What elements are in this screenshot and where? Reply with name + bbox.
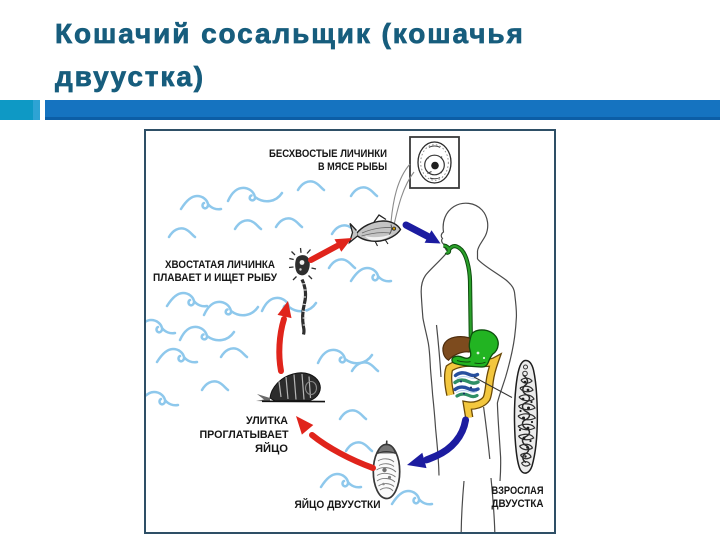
svg-text:УЛИТКА: УЛИТКА [246, 415, 288, 427]
svg-text:ЯЙЦО ДВУУСТКИ: ЯЙЦО ДВУУСТКИ [295, 498, 381, 511]
svg-text:ПРОГЛАТЫВАЕТ: ПРОГЛАТЫВАЕТ [200, 429, 289, 441]
svg-text:В МЯСЕ РЫБЫ: В МЯСЕ РЫБЫ [318, 161, 387, 173]
svg-text:ХВОСТАТАЯ ЛИЧИНКА: ХВОСТАТАЯ ЛИЧИНКА [165, 259, 275, 271]
svg-text:ВЗРОСЛАЯ: ВЗРОСЛАЯ [492, 485, 544, 497]
svg-text:БЕСХВОСТЫЕ ЛИЧИНКИ: БЕСХВОСТЫЕ ЛИЧИНКИ [269, 148, 387, 160]
svg-text:ДВУУСТКА: ДВУУСТКА [492, 498, 544, 510]
svg-text:ЯЙЦО: ЯЙЦО [255, 442, 288, 455]
svg-text:ПЛАВАЕТ И ИЩЕТ РЫБУ: ПЛАВАЕТ И ИЩЕТ РЫБУ [153, 272, 277, 284]
